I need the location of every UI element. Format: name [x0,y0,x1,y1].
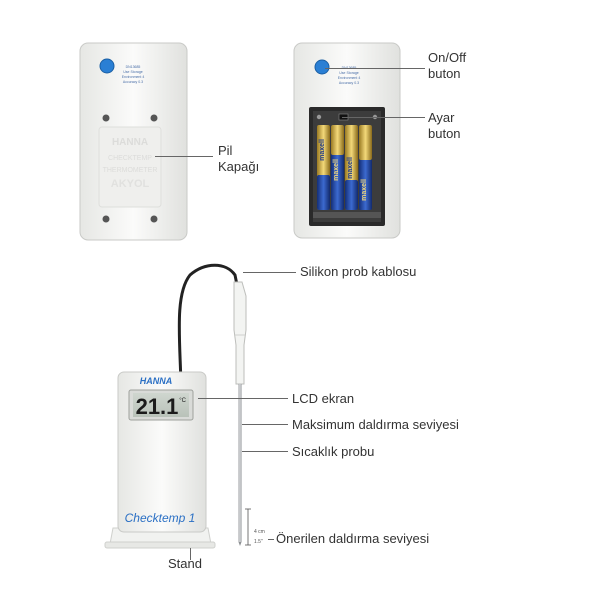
svg-text:CHECKTEMP: CHECKTEMP [108,155,152,162]
label-maks: Maksimum daldırma seviyesi [292,417,459,432]
back-text-3: Environment 4 [122,75,145,79]
svg-text:maxell: maxell [361,179,368,201]
lcd-unit: °C [179,398,186,404]
leader-stand [190,548,191,560]
depth-cm: 4 cm [254,529,265,535]
leader-pil [155,156,213,157]
leader-onerilen [268,539,274,540]
screw-icon [150,114,158,122]
label-onoff: On/Off buton [428,50,466,82]
back-view-closed: DN13685 Use Storage Environment 4 Accura… [79,42,188,241]
leader-lcd [198,398,288,399]
svg-text:Environment 4: Environment 4 [338,76,361,80]
label-onerilen: Önerilen daldırma seviyesi [276,531,430,546]
svg-text:maxell: maxell [333,159,340,181]
lcd-value: 21.1 [136,394,179,419]
back-view-open: DN13685 Use Storage Environment 4 Accura… [293,42,401,239]
label-lcd: LCD ekran [292,391,355,406]
power-button-icon [99,58,115,74]
battery-cover [98,126,162,208]
leader-onoff [325,68,425,69]
label-pil-line2: Kapağı [218,159,260,174]
screw-icon [102,114,110,122]
svg-text:Accuracy 0.3: Accuracy 0.3 [339,81,359,85]
label-onoff-line2: buton [428,66,461,81]
depth-inch: 1.5" [254,539,263,545]
probe-handle [233,281,247,385]
label-ayar: Ayar buton [428,110,461,142]
lcd-screen [133,393,189,417]
model-name: Checktemp 1 [125,511,196,525]
cover-watermark: AKYOL [111,178,150,190]
leader-silikon [243,272,296,273]
svg-text:HANNA: HANNA [112,137,148,148]
svg-text:maxell: maxell [319,139,326,161]
brand-logo: HANNA [140,376,173,386]
label-stand: Stand [168,556,202,571]
front-view: 21.1 °C HANNA Checktemp 1 4 cm 1.5" [104,263,265,549]
leader-maks [242,424,288,425]
leader-ayar [342,117,425,118]
label-ayar-line1: Ayar [428,110,455,125]
screw-icon [102,215,110,223]
label-ayar-line2: buton [428,126,461,141]
leader-sicaklik [242,451,288,452]
screw-icon [150,215,158,223]
temperature-probe [238,384,242,542]
label-onoff-line1: On/Off [428,50,467,65]
label-pil: Pil Kapağı [218,143,259,175]
back-text-1: DN13685 [126,65,141,69]
back-text-2: Use Storage [123,70,143,74]
battery-brand: maxell [347,157,354,179]
label-sicaklik: Sıcaklık probu [292,444,375,459]
svg-text:Use Storage: Use Storage [339,71,359,75]
label-pil-line1: Pil [218,143,233,158]
back-text-4: Accuracy 0.3 [123,80,143,84]
power-button-icon [314,59,330,75]
batteries: maxell maxell maxell maxell [317,125,372,210]
svg-text:THERMOMETER: THERMOMETER [103,167,158,174]
label-silikon: Silikon prob kablosu [300,264,417,279]
